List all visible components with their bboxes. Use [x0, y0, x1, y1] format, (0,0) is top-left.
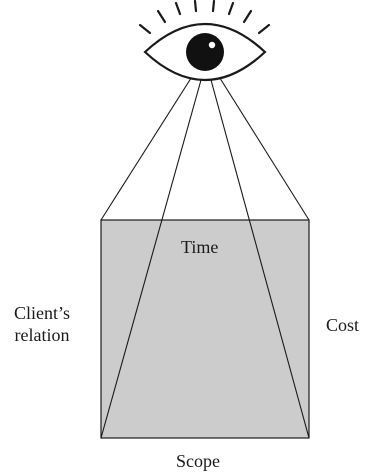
sight-lines	[100, 74, 310, 439]
scope-label: Scope	[176, 451, 220, 471]
clients-relation-line2: relation	[14, 325, 70, 345]
sight-line-right-bottom	[210, 79, 310, 439]
eye-icon	[138, 0, 271, 81]
eyelash-rays	[138, 0, 271, 35]
sight-line-left-top	[100, 74, 194, 221]
project-box	[100, 219, 310, 439]
cost-label: Cost	[326, 315, 360, 335]
clients-relation-label: Client’s relation	[4, 302, 80, 346]
eye-highlight	[208, 41, 216, 49]
clients-relation-line1: Client’s	[13, 303, 70, 323]
sight-line-left-bottom	[100, 79, 202, 439]
eye-pupil	[186, 33, 224, 71]
time-label: Time	[181, 237, 219, 257]
sight-line-right-top	[217, 74, 310, 221]
